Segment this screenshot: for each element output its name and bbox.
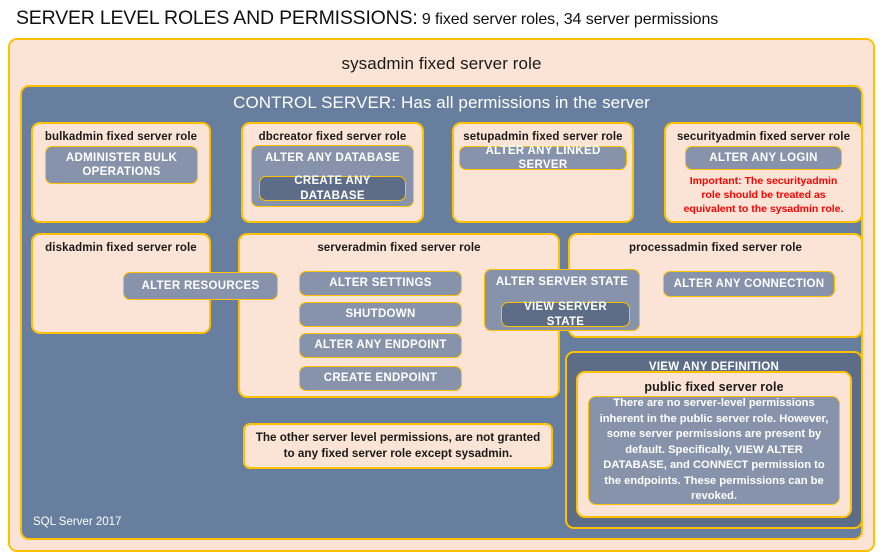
page-title: SERVER LEVEL ROLES AND PERMISSIONS: 9 fi… [16, 7, 876, 33]
page-title-sub: 9 fixed server roles, 34 server permissi… [417, 11, 719, 28]
role-label-securityadmin: securityadmin fixed server role [676, 131, 851, 143]
permission-view-any-definition[interactable]: VIEW ANY DEFINITION [648, 361, 780, 373]
permission-administer-bulk-operations[interactable]: ADMINISTER BULK OPERATIONS [45, 146, 198, 184]
permission-shutdown[interactable]: SHUTDOWN [299, 302, 462, 327]
control-server-label: CONTROL SERVER: Has all permissions in t… [233, 93, 650, 112]
role-label-processadmin: processadmin fixed server role [628, 242, 803, 254]
permission-alter-any-linked-server[interactable]: ALTER ANY LINKED SERVER [459, 145, 627, 171]
role-label-bulkadmin: bulkadmin fixed server role [44, 131, 198, 143]
role-label-dbcreator: dbcreator fixed server role [258, 131, 407, 143]
permission-create-endpoint[interactable]: CREATE ENDPOINT [299, 366, 462, 391]
permission-view-server-state[interactable]: VIEW SERVER STATE [501, 301, 630, 328]
permission-create-any-database[interactable]: CREATE ANY DATABASE [259, 175, 406, 202]
role-box-setupadmin: setupadmin fixed server role [452, 122, 634, 223]
role-label-diskadmin: diskadmin fixed server role [45, 242, 197, 254]
sysadmin-role-label: sysadmin fixed server role [341, 54, 542, 73]
permission-alter-resources[interactable]: ALTER RESOURCES [123, 272, 278, 300]
role-label-serveradmin: serveradmin fixed server role [317, 242, 481, 254]
role-label-public: public fixed server role [644, 380, 784, 394]
permission-alter-any-endpoint[interactable]: ALTER ANY ENDPOINT [299, 333, 462, 358]
role-box-diskadmin: diskadmin fixed server role [31, 233, 211, 334]
role-label-setupadmin: setupadmin fixed server role [463, 131, 623, 143]
securityadmin-warning-text: Important: The securityadmin role should… [683, 175, 844, 215]
permission-alter-any-login[interactable]: ALTER ANY LOGIN [685, 146, 842, 170]
page-title-main: SERVER LEVEL ROLES AND PERMISSIONS: [16, 7, 418, 29]
permission-alter-any-connection[interactable]: ALTER ANY CONNECTION [663, 271, 835, 297]
footer-version-label: SQL Server 2017 [33, 516, 122, 528]
public-role-description: There are no server-level permissions in… [588, 396, 840, 505]
permission-alter-settings[interactable]: ALTER SETTINGS [299, 271, 462, 296]
other-permissions-note: The other server level permissions, are … [243, 423, 553, 469]
role-box-securityadmin: securityadmin fixed server role [664, 122, 863, 223]
